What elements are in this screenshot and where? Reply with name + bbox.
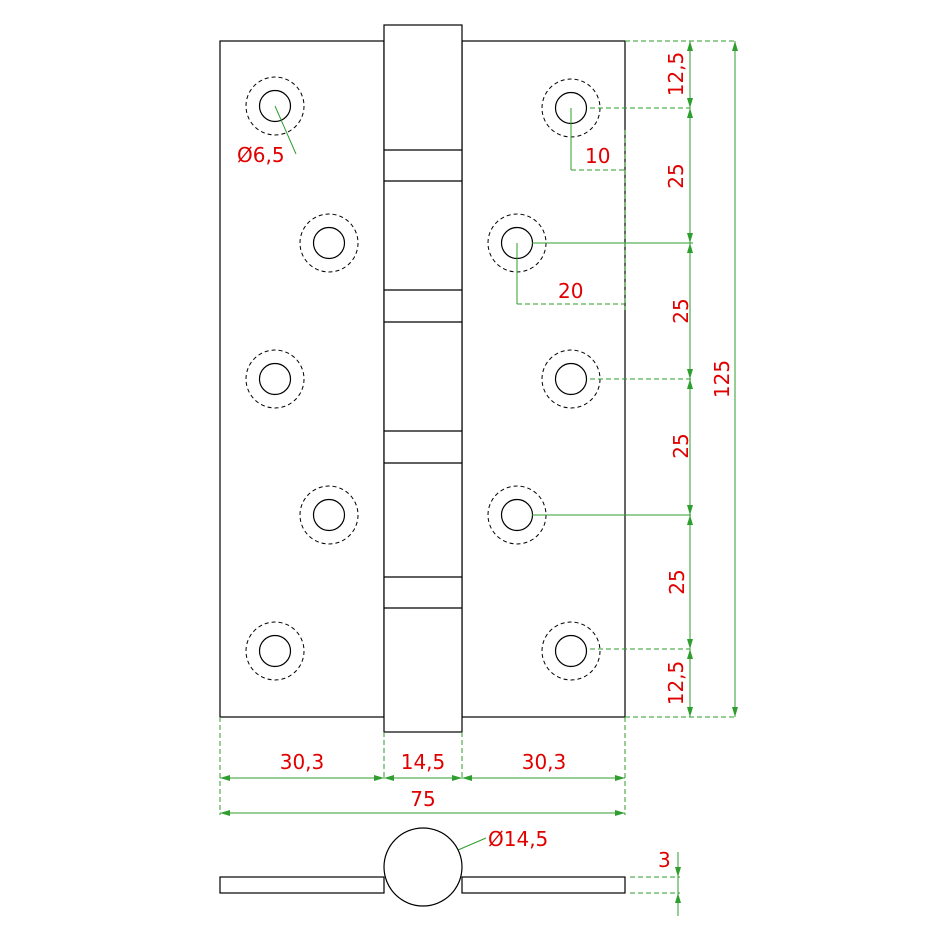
width-total-label: 75 [410,787,435,811]
screw-hole [299,485,359,545]
dimension-labels: Ø6,5 10 20 12,5 25 25 25 25 12,5 125 30,… [237,52,734,872]
knuckle-circle [383,827,463,907]
hinge-side-view [219,827,626,907]
screw-hole [245,621,305,681]
leaf-left-width-label: 30,3 [280,750,325,774]
leaf-thickness-label: 3 [658,848,671,872]
v-25-d-label: 25 [665,569,689,594]
knuckle-segment-lines [384,149,462,609]
height-total-label: 125 [710,360,734,398]
leaf-right-width-label: 30,3 [522,750,567,774]
v-bottom-12-5-label: 12,5 [664,661,688,706]
side-leaf-right [461,876,626,894]
v-25-c-label: 25 [669,433,693,458]
screw-hole [299,213,359,273]
edge-offset-10-label: 10 [585,144,610,168]
edge-offset-20-label: 20 [558,279,583,303]
screw-hole [245,349,305,409]
screw-hole [541,621,601,681]
dimension-lines [219,40,736,916]
hinge-front-view [219,24,626,733]
knuckle-width-label: 14,5 [401,750,446,774]
knuckle-barrel [383,24,463,733]
v-top-12-5-label: 12,5 [664,52,688,97]
dimension-arrows [220,41,738,903]
hole-diameter-label: Ø6,5 [237,143,285,167]
v-25-a-label: 25 [664,163,688,188]
knuckle-diameter-label: Ø14,5 [488,827,548,851]
v-25-b-label: 25 [669,298,693,323]
screw-hole [245,76,305,136]
side-leaf-left [219,876,385,894]
